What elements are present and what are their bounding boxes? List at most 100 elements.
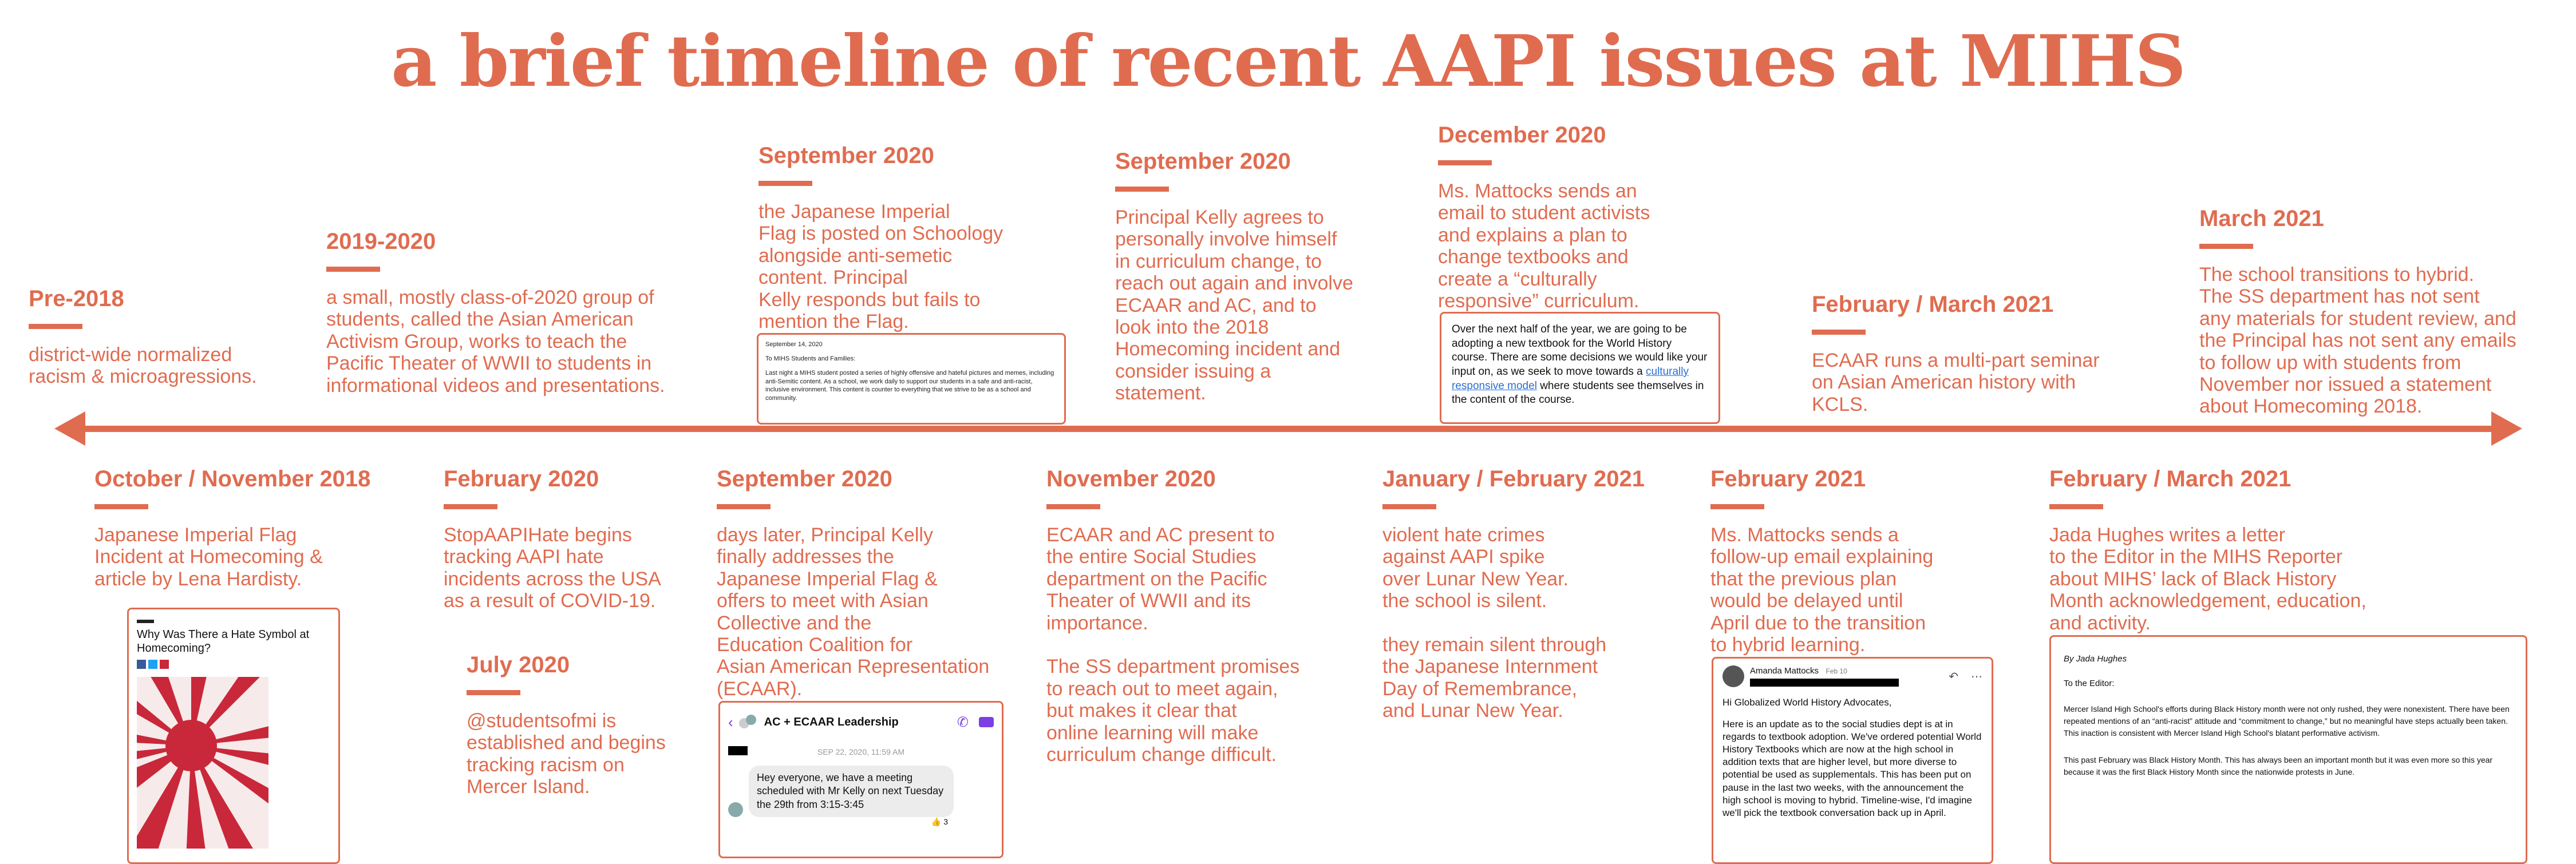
event-sep-2020-kelly-agrees: September 2020 Principal Kelly agrees to… — [1115, 148, 1436, 405]
culturally-responsive-link[interactable]: culturally responsive model — [1452, 366, 1689, 392]
post-greeting: To MIHS Students and Families: — [765, 355, 856, 362]
event-divider — [444, 504, 497, 509]
event-description: The school transitions to hybrid. The SS… — [2199, 264, 2516, 418]
letter-salutation: To the Editor: — [2064, 679, 2115, 688]
back-arrow-icon[interactable]: ‹ — [728, 713, 733, 731]
event-divider — [1382, 504, 1436, 509]
event-description: @studentsofmi is established and begins … — [467, 710, 666, 798]
email-body: Over the next half of the year, we are g… — [1452, 323, 1708, 406]
event-pre-2018: Pre-2018 district-wide normalized racism… — [29, 285, 280, 388]
event-description: days later, Principal Kelly finally addr… — [717, 524, 990, 700]
arrow-left-icon — [54, 411, 85, 446]
schoology-post-screenshot: September 14, 2020 To MIHS Students and … — [757, 333, 1066, 425]
event-divider — [1115, 187, 1169, 192]
reply-icon[interactable]: ↶ — [1949, 670, 1958, 683]
event-date: September 2020 — [717, 466, 892, 492]
event-date: Pre-2018 — [29, 286, 124, 311]
event-divider — [1046, 504, 1100, 509]
event-divider — [467, 690, 520, 695]
event-date: September 2020 — [758, 143, 934, 168]
event-feb-2021: February 2021 Ms. Mattocks sends a follo… — [1710, 465, 2008, 656]
chat-timestamp: SEP 22, 2020, 11:59 AM — [817, 747, 905, 756]
event-description: ECAAR and AC present to the entire Socia… — [1046, 524, 1300, 766]
twitter-icon[interactable] — [148, 660, 157, 669]
event-date: October / November 2018 — [94, 466, 371, 492]
event-description: Japanese Imperial Flag Incident at Homec… — [94, 524, 323, 590]
chat-group-name: AC + ECAAR Leadership — [764, 715, 899, 728]
event-description: Principal Kelly agrees to personally inv… — [1115, 207, 1353, 405]
sender-name: Amanda Mattocks — [1750, 665, 1819, 676]
mattocks-december-email-screenshot: Over the next half of the year, we are g… — [1440, 312, 1720, 424]
event-description: a small, mostly class-of-2020 group of s… — [326, 287, 665, 397]
video-call-icon[interactable] — [979, 717, 994, 727]
event-description: Ms. Mattocks sends an email to student a… — [1438, 180, 1650, 312]
group-avatar-icon — [738, 715, 758, 730]
message-reaction: 👍 3 — [931, 817, 948, 827]
event-feb-mar-2021-seminar: February / March 2021 ECAAR runs a multi… — [1812, 291, 2144, 415]
event-description: Jada Hughes writes a letter to the Edito… — [2049, 524, 2366, 634]
post-date: September 14, 2020 — [765, 341, 823, 348]
event-divider — [1812, 330, 1866, 335]
event-description: district-wide normalized racism & microa… — [29, 344, 257, 388]
event-date: December 2020 — [1438, 122, 1606, 148]
letter-to-editor-screenshot: By Jada Hughes To the Editor: Mercer Isl… — [2049, 635, 2527, 864]
news-article-screenshot: Why Was There a Hate Symbol at Homecomin… — [127, 608, 340, 864]
event-feb-mar-2021-letter: February / March 2021 Jada Hughes writes… — [2049, 465, 2404, 634]
event-divider — [717, 504, 771, 509]
event-date: February / March 2021 — [2049, 466, 2291, 492]
chat-message: Hey everyone, we have a meeting schedule… — [749, 766, 954, 818]
event-divider — [1438, 160, 1492, 165]
email-header: Amanda Mattocks Feb 10 ↶ ⋯ — [1722, 665, 1982, 687]
email-body: Here is an update as to the social studi… — [1722, 719, 1982, 818]
event-dec-2020: December 2020 Ms. Mattocks sends an emai… — [1438, 121, 1759, 312]
event-date: February 2021 — [1710, 466, 1866, 492]
redacted-recipients — [1750, 678, 1899, 687]
letter-paragraph: This past February was Black History Mon… — [2064, 755, 2493, 776]
share-icons — [137, 660, 330, 669]
redacted-sender — [728, 746, 748, 755]
event-description: StopAAPIHate begins tracking AAPI hate i… — [444, 524, 661, 612]
letter-paragraph: Mercer Island High School's efforts duri… — [2064, 704, 2510, 738]
letter-byline: By Jada Hughes — [2064, 654, 2127, 664]
timeline-axis — [74, 426, 2502, 432]
event-divider — [326, 267, 380, 272]
event-date: September 2020 — [1115, 149, 1291, 174]
email-greeting: Hi Globalized World History Advocates, — [1722, 697, 1892, 708]
event-divider — [2199, 244, 2253, 249]
event-date: November 2020 — [1046, 466, 1216, 492]
event-feb-2020: February 2020 StopAAPIHate begins tracki… — [444, 465, 696, 612]
event-divider — [758, 181, 812, 186]
event-divider — [2049, 504, 2103, 509]
event-jul-2020: July 2020 @studentsofmi is established a… — [467, 651, 707, 798]
page-title: a brief timeline of recent AAPI issues a… — [391, 20, 2186, 103]
pinterest-icon[interactable] — [160, 660, 169, 669]
event-date: July 2020 — [467, 652, 570, 677]
event-nov-2020: November 2020 ECAAR and AC present to th… — [1046, 465, 1367, 766]
facebook-icon[interactable] — [137, 660, 146, 669]
sender-avatar — [728, 802, 743, 818]
sender-avatar — [1722, 665, 1744, 687]
rising-sun-flag-photo — [137, 677, 268, 849]
event-sep-2020-flag-posted: September 2020 the Japanese Imperial Fla… — [758, 142, 1079, 332]
event-sep-2020-kelly-addresses: September 2020 days later, Principal Kel… — [717, 465, 1043, 700]
event-oct-nov-2018: October / November 2018 Japanese Imperia… — [94, 465, 415, 590]
email-date: Feb 10 — [1826, 667, 1847, 675]
event-divider — [1710, 504, 1764, 509]
event-date: February / March 2021 — [1812, 292, 2054, 317]
event-description: Ms. Mattocks sends a follow-up email exp… — [1710, 524, 1934, 656]
arrow-right-icon — [2491, 411, 2522, 446]
event-description: ECAAR runs a multi-part seminar on Asian… — [1812, 350, 2100, 415]
group-chat-screenshot: ‹ AC + ECAAR Leadership ✆ SEP 22, 2020, … — [718, 701, 1003, 858]
more-options-icon[interactable]: ⋯ — [1971, 670, 1982, 683]
phone-icon[interactable]: ✆ — [957, 714, 969, 730]
event-date: January / February 2021 — [1382, 466, 1645, 492]
event-date: March 2021 — [2199, 206, 2324, 231]
event-divider — [29, 324, 82, 329]
event-date: February 2020 — [444, 466, 599, 492]
publication-logo — [137, 620, 154, 623]
article-headline: Why Was There a Hate Symbol at Homecomin… — [137, 628, 310, 655]
event-description: the Japanese Imperial Flag is posted on … — [758, 201, 1003, 333]
rising-sun-flag-image — [137, 677, 268, 849]
event-2019-2020: 2019-2020 a small, mostly class-of-2020 … — [326, 228, 738, 397]
event-date: 2019-2020 — [326, 229, 436, 254]
